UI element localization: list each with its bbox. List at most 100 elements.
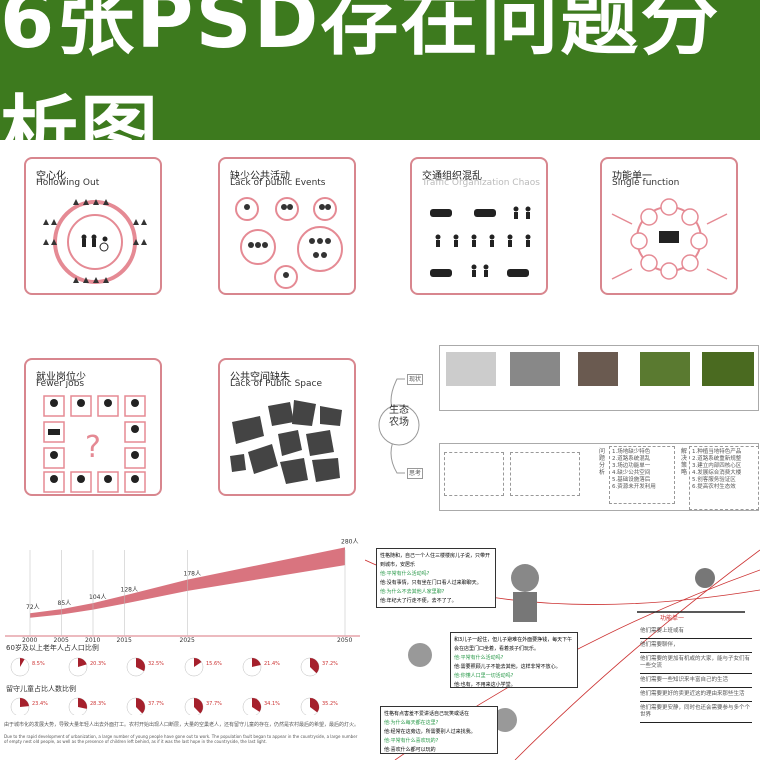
population-chart: 2000 72人 2005 85人 2010 104人 2015 128人 2025 178人 20…: [5, 538, 360, 644]
interview-line: 他:没有事情，只有坐在门口看人过来聊聊天。: [380, 580, 482, 586]
eco-farm-diagram: 生态农场 现状 思考 问题分析 1.场地缺少特色 2.道路系统混乱 3.场边功能…: [355, 343, 760, 513]
problem-item: 6.资源未开发利用: [612, 484, 656, 490]
year-tick-label: 2000: [22, 637, 37, 644]
jobs-diagram: ?: [43, 395, 146, 493]
pie-label: 32.5%: [148, 661, 164, 667]
pie-label: 37.7%: [206, 701, 222, 707]
pie-slice: [194, 698, 203, 714]
thought-box-2: [510, 452, 580, 496]
solution-item: 2.道路系统重新规整: [692, 456, 742, 462]
pie-label: 8.5%: [32, 661, 45, 667]
interview-line: 他:为什么不去其他人家里聊?: [380, 589, 445, 595]
year-tick-label: 2015: [117, 637, 132, 644]
interview-line: 他:年纪大了行走不便，去不了了。: [380, 598, 457, 604]
population-data-label: 128人: [121, 586, 138, 593]
pie-slice: [20, 698, 29, 707]
solution-item: 6.提高农村生态效: [692, 484, 736, 490]
pie-label: 15.6%: [206, 661, 222, 667]
interview-line: 他:经常在这旁边，所需要别人过来找我。: [384, 729, 476, 735]
card-title-cn: 缺少公共活动: [230, 171, 290, 182]
card-title-cn: 空心化: [36, 171, 66, 182]
card-single-function: 功能单一 Single function: [600, 157, 738, 295]
pie-label: 23.4%: [32, 701, 48, 707]
photo-strip: [439, 345, 759, 411]
problem-item: 1.场地缺少特色: [612, 449, 651, 455]
interview-box-3: 性格有点害羞不爱讲话自己玩笑或话在 他:为什么每天都在这里? 他:经常在这旁边，…: [380, 706, 498, 754]
needs-item: 他们需要更好的卖更近这的理由来那些生活: [640, 688, 752, 702]
population-data-label: 178人: [184, 571, 201, 578]
pie-label: 37.7%: [148, 701, 164, 707]
interview-title: 性格有点害羞不爱讲话自己玩笑或话在: [384, 711, 470, 717]
solution-column-title: 解决策略: [681, 448, 688, 476]
solution-item: 4.发展综合消费大楼: [692, 470, 742, 476]
card-title-en: Single function: [612, 178, 680, 188]
pie-label: 21.4%: [264, 661, 280, 667]
pie-legend-1: 60岁及以上老年人占人口比例: [6, 644, 99, 652]
pie-slice: [20, 658, 25, 667]
interview-title: 性格随和，自己一个人住三楼楼房儿子说，只带开到城市，安居乐: [380, 553, 491, 568]
card-fewer-jobs: 就业岗位少 Fewer jobs ?: [24, 358, 162, 496]
problem-column-title: 问题分析: [599, 448, 606, 476]
pie-legend-2: 留守儿童占比人数比例: [6, 685, 76, 693]
pie-label: 35.2%: [322, 701, 338, 707]
card-title-en: Lack of Public Space: [230, 379, 323, 389]
card-lack-public-events: 缺少公共活动 Lack of public Events: [218, 157, 356, 295]
pie-slice: [310, 698, 319, 713]
interview-line: 他:平常有什么活动吗?: [380, 571, 430, 577]
pie-slice: [310, 658, 319, 674]
pie-rows: 8.5%20.3%32.5%15.6%21.4%37.2%23.4%28.3%3…: [10, 657, 338, 715]
hollowing-diagram: [43, 199, 147, 284]
needs-item: 他们需要聊伴，: [640, 639, 752, 653]
year-tick-label: 2010: [85, 637, 100, 644]
year-tick-label: 2025: [180, 637, 195, 644]
center-label: 生态农场: [389, 405, 409, 428]
needs-item: 他们需要一些知识来丰富自己的生活: [640, 674, 752, 688]
needs-list: 他们需要上班或有 他们需要聊伴， 他们需要的更加有机或的大家，能与子女们有一些交…: [640, 625, 752, 723]
title-banner: 6张PSD存在问题分析图: [0, 0, 760, 178]
solution-item: 5.创客服务验证区: [692, 477, 736, 483]
needs-item: 他们需要的更加有机或的大家，能与子女们有一些交流: [640, 653, 752, 674]
problem-item: 5.基础设施落后: [612, 477, 651, 483]
year-tick-label: 2050: [337, 637, 352, 644]
space-diagram: [230, 400, 342, 484]
interview-line: 他:为什么每天都在这里?: [384, 720, 439, 726]
pie-slice: [194, 658, 202, 667]
needs-item: 他们需要上班或有: [640, 625, 752, 639]
card-title-cn: 功能单一: [612, 171, 652, 182]
card-lack-public-space: 公共空间缺失 Lack of Public Space: [218, 358, 356, 496]
chart-caption: 由于城市化的发展大势，导致大量年轻人出去外面打工。农村开始出现人口断层，大量的空…: [4, 722, 360, 728]
interview-line: 他:也有，不用来这小学堂。: [454, 682, 516, 688]
branch-top-label: 现状: [407, 374, 424, 385]
solution-item: 1.种植当地特色产品: [692, 449, 742, 455]
year-tick-label: 2005: [54, 637, 69, 644]
population-data-label: 72人: [26, 604, 40, 611]
pie-label: 37.2%: [322, 661, 338, 667]
pie-slice: [136, 658, 145, 672]
interview-line: 他:平常有什么活动吗?: [454, 655, 504, 661]
pie-slice: [136, 698, 146, 714]
interview-line: 他:需要照顾儿子不能去其他，这样非常不放心。: [454, 664, 561, 670]
branch-bottom-label: 思考: [407, 468, 424, 479]
svg-text:?: ?: [85, 430, 101, 465]
events-diagram: [235, 197, 343, 289]
solution-item: 3.建立内部四核心区: [692, 463, 742, 469]
banner-title: 6张PSD存在问题分析图: [0, 0, 721, 178]
woman-photo: [695, 568, 715, 588]
pie-slice: [252, 698, 261, 712]
child-photo: [493, 708, 517, 732]
population-data-label: 104人: [89, 594, 106, 601]
problem-item: 3.场边功能单一: [612, 463, 651, 469]
card-title-en: Hollowing Out: [36, 178, 100, 188]
chart-caption-en: Due to the rapid development of urbaniza…: [4, 734, 358, 744]
problem-item: 2.道路系统混乱: [612, 456, 651, 462]
solution-list: 1.种植当地特色产品 2.道路系统重新规整 3.建立内部四核心区 4.发展综合消…: [689, 446, 759, 510]
card-title-en: Fewer jobs: [36, 379, 85, 389]
card-title-cn: 公共空间缺失: [230, 372, 290, 383]
pie-slice: [78, 658, 87, 667]
pie-slice: [78, 698, 88, 709]
interview-box-2: 和3儿子一起住，但儿子避难在外面要挣钱，每天下午会在店里门口坐着，看着孩子们玩乐…: [450, 632, 578, 688]
interview-box-1: 性格随和，自己一个人住三楼楼房儿子说，只带开到城市，安居乐 他:平常有什么活动吗…: [376, 548, 496, 608]
card-title-en: Lack of public Events: [230, 178, 326, 188]
population-data-label: 280人: [341, 538, 358, 545]
population-data-label: 85人: [58, 600, 72, 607]
